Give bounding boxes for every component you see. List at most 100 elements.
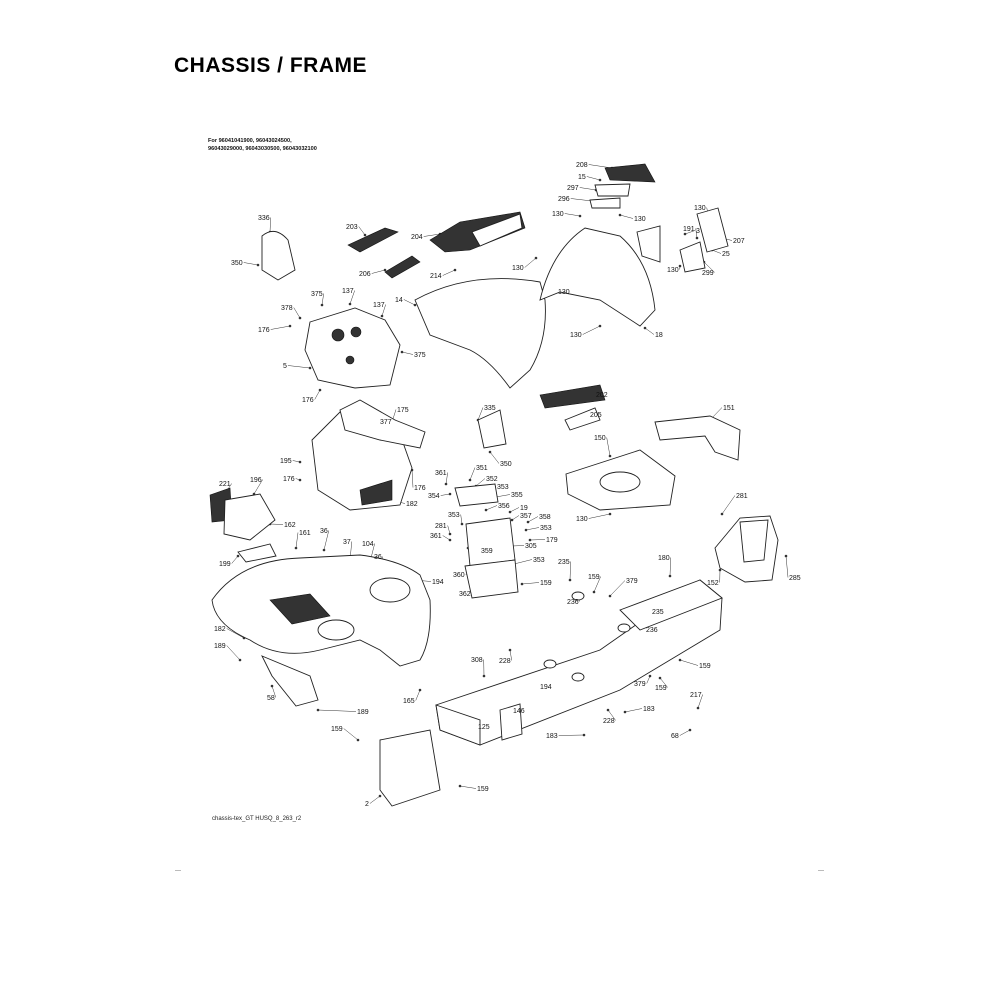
leader-line	[679, 659, 699, 666]
callout-label: 217	[690, 692, 702, 699]
callout-label: 159	[655, 685, 667, 692]
leader-line	[358, 226, 366, 236]
fastener-dot	[568, 578, 572, 582]
fastener-dot	[683, 232, 687, 236]
fastener-dot	[598, 324, 602, 328]
leader-line	[269, 523, 284, 525]
callout-label: 350	[500, 461, 512, 468]
fastener-dot	[648, 674, 652, 678]
callout-label: 375	[414, 352, 426, 359]
fastener-dot	[460, 522, 464, 526]
leader-line	[525, 527, 540, 531]
leader-line	[403, 299, 416, 306]
leader-line	[415, 689, 421, 701]
callout-label: 189	[214, 643, 226, 650]
leader-line	[381, 304, 386, 317]
fastener-dot	[696, 706, 700, 710]
leader-line	[659, 677, 668, 688]
callout-label: 281	[736, 493, 748, 500]
callout-label: 58	[267, 695, 275, 702]
leader-line	[569, 561, 571, 581]
fastener-dot	[618, 213, 622, 217]
leader-line	[243, 262, 259, 266]
leader-line	[349, 290, 355, 305]
leader-line	[271, 685, 277, 698]
callout-label: 130	[570, 332, 582, 339]
leader-line	[317, 709, 357, 712]
fastener-dot	[678, 658, 682, 662]
fastener-dot	[598, 178, 602, 182]
crop-mark-left	[175, 870, 181, 871]
callout-label: 236	[567, 599, 579, 606]
fastener-dot	[606, 708, 610, 712]
fastener-dot	[298, 316, 302, 320]
leader-line	[469, 467, 476, 481]
callout-label: 299	[702, 270, 714, 277]
fastener-dot	[608, 512, 612, 516]
callout-label: 235	[558, 559, 570, 566]
frame-assembly	[261, 579, 723, 807]
fastener-dot	[608, 594, 612, 598]
callout-label: 137	[342, 288, 354, 295]
fastener-dot	[453, 268, 457, 272]
callout-label: 159	[588, 574, 600, 581]
leader-line	[721, 495, 736, 515]
callout-label: 357	[520, 513, 532, 520]
callout-label: 176	[258, 327, 270, 334]
fastener-dot	[623, 710, 627, 714]
fender-assembly	[209, 487, 431, 667]
callout-label: 305	[525, 543, 537, 550]
fastener-dot	[294, 546, 298, 550]
fastener-dot	[508, 510, 512, 514]
fastener-dot	[688, 728, 692, 732]
callout-label: 179	[546, 537, 558, 544]
callout-label: 228	[603, 718, 615, 725]
callout-label: 194	[432, 579, 444, 586]
callout-label: 159	[540, 580, 552, 587]
callout-label: 130	[634, 216, 646, 223]
fastener-dot	[256, 263, 260, 267]
leader-line	[527, 516, 539, 523]
callout-label: 362	[459, 591, 471, 598]
leader-line	[593, 576, 601, 593]
callout-label: 159	[331, 726, 343, 733]
callout-label: 281	[435, 523, 447, 530]
leader-line	[314, 389, 321, 400]
leader-line	[442, 269, 456, 276]
crop-mark-right	[818, 870, 824, 871]
fastener-dot	[270, 684, 274, 688]
callout-label: 151	[723, 405, 735, 412]
leader-line	[511, 545, 525, 547]
fastener-dot	[608, 454, 612, 458]
leader-line	[287, 365, 311, 369]
callout-label: 353	[533, 557, 545, 564]
callout-label: 183	[643, 706, 655, 713]
fastener-dot	[484, 508, 488, 512]
callout-label: 203	[346, 224, 358, 231]
callout-label: 159	[477, 786, 489, 793]
leader-line	[607, 709, 616, 721]
fastener-dot	[444, 482, 448, 486]
leader-line	[624, 708, 643, 713]
fastener-dot	[658, 676, 662, 680]
callout-label: 125	[478, 724, 490, 731]
fastener-dot	[322, 548, 326, 552]
callout-label: 68	[671, 733, 679, 740]
fastener-dot	[488, 450, 492, 454]
leader-line	[226, 628, 245, 639]
callout-label: 183	[546, 733, 558, 740]
leader-line	[293, 307, 301, 319]
fastener-dot	[482, 674, 486, 678]
leader-line	[253, 479, 263, 495]
fastener-dot	[528, 538, 532, 542]
leader-line	[485, 505, 498, 511]
leader-line	[295, 532, 299, 549]
leader-line	[401, 351, 414, 355]
callout-label: 196	[250, 477, 262, 484]
fastener-dot	[720, 512, 724, 516]
leader-line	[489, 451, 500, 464]
page-title: CHASSIS / FRAME	[174, 54, 368, 77]
leader-line	[579, 187, 597, 191]
